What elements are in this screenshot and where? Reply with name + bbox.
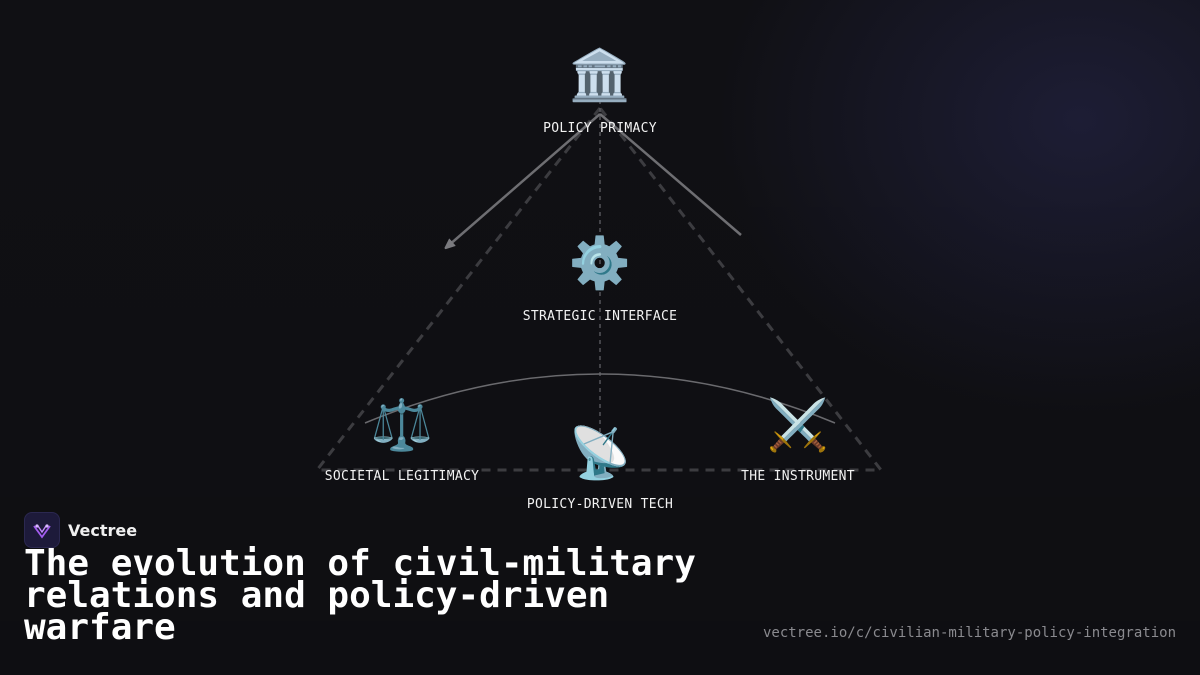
page-title: The evolution of civil-military relation… — [24, 543, 696, 648]
crossed-swords-icon: ⚔️ — [766, 396, 830, 454]
brand: Vectree — [24, 512, 137, 548]
node-label-strategic-interface: STRATEGIC INTERFACE — [522, 309, 678, 324]
node-label-policy-primacy: POLICY PRIMACY — [543, 121, 657, 136]
classical-building-icon: 🏛️ — [568, 46, 632, 104]
gear-icon: ⚙️ — [568, 234, 632, 292]
node-label-policy-driven-tech: POLICY-DRIVEN TECH — [526, 497, 674, 512]
arrow-right-stroke — [599, 113, 742, 236]
arc-connector — [364, 373, 836, 424]
balance-scale-icon: ⚖️ — [370, 396, 434, 454]
vectree-logo-icon — [24, 512, 60, 548]
triangle-outline — [313, 105, 885, 472]
source-url: vectree.io/c/civilian-military-policy-in… — [762, 625, 1176, 641]
node-label-the-instrument: THE INSTRUMENT — [741, 469, 855, 484]
arrow-left-stroke — [448, 113, 601, 246]
brand-name: Vectree — [68, 520, 138, 540]
logo-mark — [33, 524, 51, 539]
node-label-societal-legitimacy: SOCIETAL LEGITIMACY — [324, 469, 480, 484]
satellite-dish-icon: 📡 — [568, 424, 632, 482]
